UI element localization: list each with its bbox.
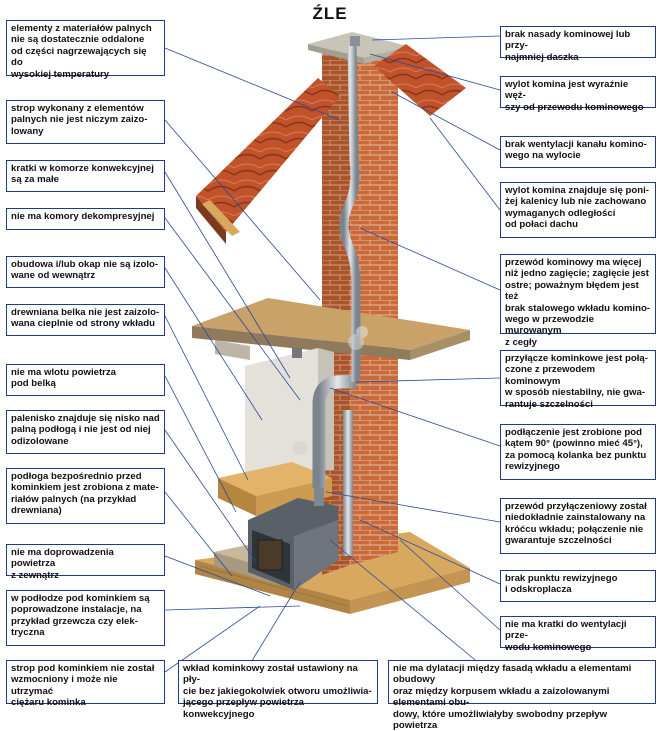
fireplace-illustration <box>164 32 501 673</box>
leader-lines <box>164 35 501 673</box>
label-connector-poorly-installed: przewód przyłączeniowy został niedokładn… <box>500 498 656 554</box>
smoke <box>293 326 368 455</box>
fireplace-insert <box>248 488 338 590</box>
label-no-outside-air-supply: nie ma doprowadzenia powietrza z zewnątr… <box>6 544 165 581</box>
flue-pipe <box>312 45 361 556</box>
label-no-air-inlet-under-beam: nie ma wlotu powietrza pod belką <box>6 364 165 396</box>
label-insert-on-solid-slab: wkład kominkowy został ustawiony na pły-… <box>178 660 378 720</box>
label-beam-not-insulated: drewniana belka nie jest zaizolo- wana c… <box>6 304 165 336</box>
label-outlet-below-ridge: wylot komina znajduje się poni- żej kale… <box>500 182 656 238</box>
label-unstable-connection: przyłącze kominkowe jest połą- czone z p… <box>500 350 656 410</box>
label-combustible-floor: podłoga bezpośrednio przed kominkiem jes… <box>6 468 165 524</box>
label-casing-not-insulated: obudowa i/lub okap nie są izolo- wane od… <box>6 256 165 288</box>
label-no-decompression-chamber: nie ma komory dekompresyjnej <box>6 208 165 230</box>
label-combustible-elements-distance: elementy z materiałów palnych nie są dos… <box>6 20 165 80</box>
label-flue-bends: przewód kominowy ma więcej niż jedno zag… <box>500 254 656 348</box>
label-no-flue-ventilation: brak wentylacji kanału komino- wego na w… <box>500 136 656 168</box>
diagram-stage: ŹLE <box>6 4 656 731</box>
label-no-flue-vent-grille: nie ma kratki do wentylacji prze- wodu k… <box>500 616 656 653</box>
label-ceiling-not-reinforced: strop pod kominkiem nie został wzmocnion… <box>6 660 165 708</box>
label-90-degree-connection: podłączenie jest zrobione pod kątem 90° … <box>500 424 656 480</box>
label-outlet-narrower: wylot komina jest wyraźnie węż- szy od p… <box>500 76 656 113</box>
roof <box>196 44 466 244</box>
label-no-chimney-cap: brak nasady kominowej lub przy- najmniej… <box>500 26 656 63</box>
label-no-expansion-gaps: nie ma dylatacji między fasadą wkładu a … <box>388 660 656 731</box>
diagram-title: ŹLE <box>312 4 348 23</box>
label-installations-in-floor: w podłodze pod kominkiem są poprowadzone… <box>6 590 165 646</box>
label-convection-grilles-too-small: kratki w komorze konwekcyjnej są za małe <box>6 160 165 192</box>
label-no-inspection-point: brak punktu rewizyjnego i odskroplacza <box>500 570 656 602</box>
label-firebox-low-over-floor: palenisko znajduje się nisko nad palną p… <box>6 410 165 454</box>
label-ceiling-not-insulated: strop wykonany z elementów palnych nie j… <box>6 100 165 144</box>
